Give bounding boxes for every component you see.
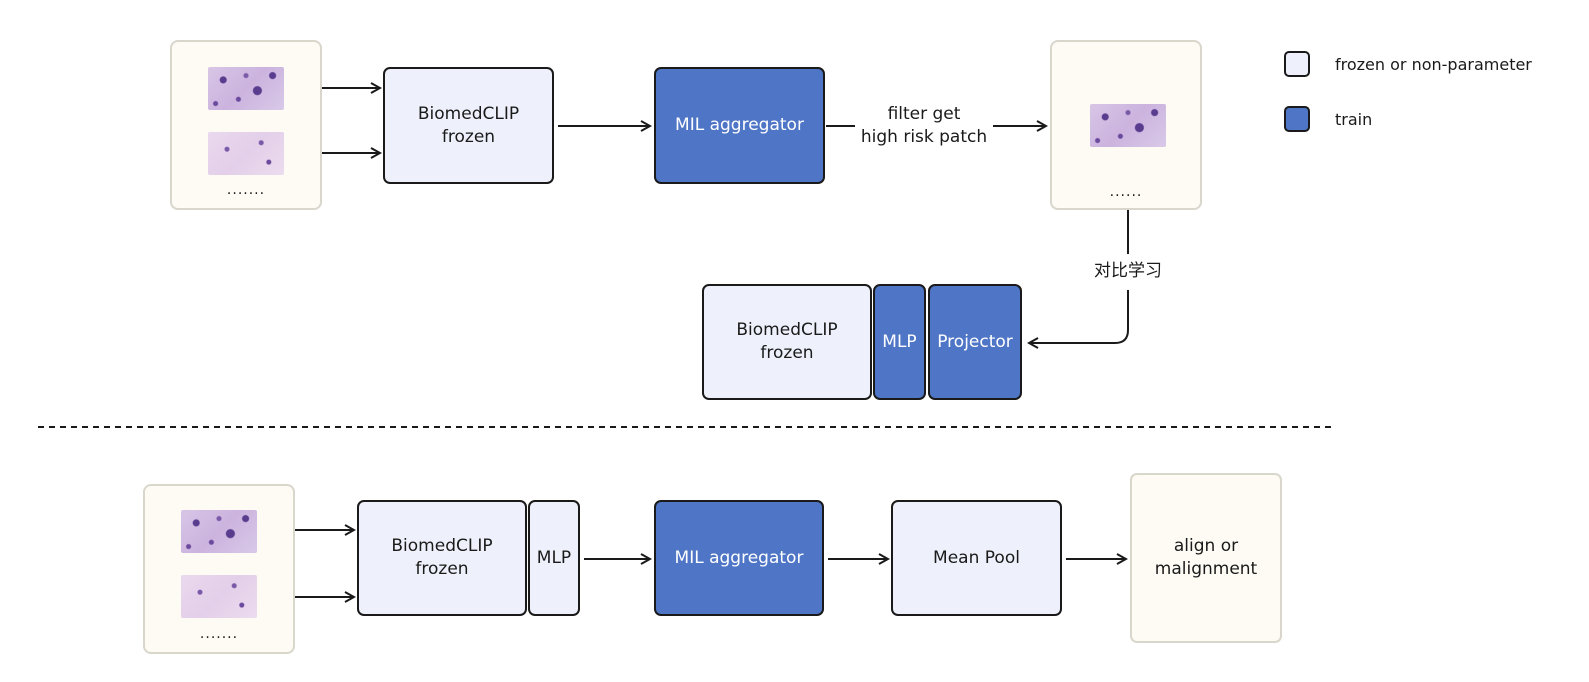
- bottom-input-panel: .......: [143, 484, 295, 654]
- patch-image-dense: [208, 67, 284, 110]
- output-label-panel: align or malignment: [1130, 473, 1282, 643]
- input-patches-panel: .......: [170, 40, 322, 210]
- ellipsis: .......: [199, 626, 239, 642]
- patch-image-sparse: [181, 575, 257, 618]
- bottom-mlp-box: MLP: [528, 500, 580, 616]
- encoder-box-2: BiomedCLIP frozen: [702, 284, 872, 400]
- ellipsis: ......: [1109, 184, 1143, 200]
- encoder-box: BiomedCLIP frozen: [383, 67, 554, 184]
- mil-aggregator-box: MIL aggregator: [654, 67, 825, 184]
- filter-label: filter get high risk patch: [855, 103, 993, 149]
- mean-pool-box: Mean Pool: [891, 500, 1062, 616]
- ellipsis: .......: [226, 182, 266, 198]
- legend-frozen-swatch: [1284, 51, 1310, 77]
- high-risk-panel: ......: [1050, 40, 1202, 210]
- legend-frozen-label: frozen or non-parameter: [1335, 55, 1532, 74]
- legend-train-label: train: [1335, 110, 1373, 129]
- patch-image-sparse: [208, 132, 284, 175]
- mlp-box: MLP: [873, 284, 926, 400]
- contrastive-learning-label: 对比学习: [1083, 260, 1173, 283]
- projector-box: Projector: [928, 284, 1022, 400]
- patch-image-high-risk: [1090, 104, 1166, 147]
- bottom-mil-aggregator-box: MIL aggregator: [654, 500, 824, 616]
- patch-image-dense: [181, 510, 257, 553]
- legend-train-swatch: [1284, 106, 1310, 132]
- bottom-encoder-box: BiomedCLIP frozen: [357, 500, 527, 616]
